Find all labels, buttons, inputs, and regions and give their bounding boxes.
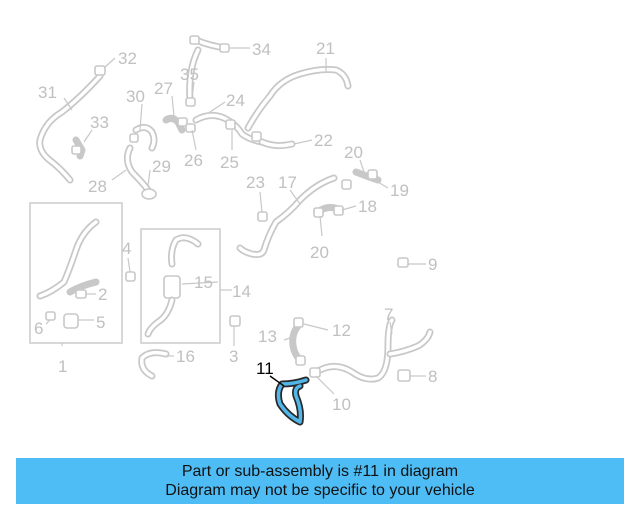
callout-16: 16	[176, 347, 195, 366]
callout-1: 1	[58, 357, 67, 376]
callout-33: 33	[90, 113, 109, 132]
callout-35: 35	[180, 65, 199, 84]
callout-9: 9	[428, 255, 437, 274]
hose-28[interactable]	[123, 144, 152, 194]
hose-7[interactable]	[386, 328, 434, 358]
fitting-5[interactable]	[63, 313, 79, 329]
callout-31: 31	[38, 83, 57, 102]
pipe-17[interactable]	[236, 174, 338, 258]
leader-lines	[45, 47, 426, 395]
hose-30[interactable]	[132, 123, 158, 152]
assembly-box-1	[29, 202, 123, 344]
hose-35[interactable]	[185, 46, 202, 107]
hose-16[interactable]	[138, 349, 170, 380]
callout-32: 32	[118, 49, 137, 68]
clamp-8[interactable]	[397, 369, 411, 382]
clamp-29[interactable]	[129, 133, 157, 200]
callout-20a: 20	[344, 143, 363, 162]
clamp-9[interactable]	[397, 257, 409, 268]
callout-26: 26	[184, 151, 203, 170]
hose-24[interactable]	[192, 111, 266, 146]
callout-14: 14	[232, 282, 251, 301]
callout-24: 24	[226, 91, 245, 110]
callout-30: 30	[126, 87, 145, 106]
callout-7: 7	[384, 305, 393, 324]
hose-14-upper[interactable]	[168, 234, 202, 268]
valve-15[interactable]	[163, 275, 181, 299]
callout-34: 34	[252, 40, 271, 59]
callout-5: 5	[96, 313, 105, 332]
clamp-3[interactable]	[229, 315, 241, 327]
callout-27: 27	[154, 79, 173, 98]
hose-34[interactable]	[189, 35, 230, 53]
assembly-box-14	[140, 228, 221, 344]
callout-2: 2	[98, 285, 107, 304]
banner-line-2: Diagram may not be specific to your vehi…	[165, 482, 475, 499]
banner-line-1: Part or sub-assembly is #11 in diagram	[181, 463, 459, 480]
hose-14-lower[interactable]	[144, 296, 176, 338]
callout-13: 13	[258, 327, 277, 346]
hose-21[interactable]	[244, 66, 352, 132]
callout-4: 4	[122, 239, 131, 258]
hose-1[interactable]	[36, 218, 100, 300]
callout-28: 28	[88, 177, 107, 196]
hose-18[interactable]	[313, 203, 344, 218]
callout-29: 29	[152, 157, 171, 176]
clamp-2[interactable]	[75, 289, 87, 299]
clamp-23[interactable]	[257, 211, 268, 222]
callout-8: 8	[428, 367, 437, 386]
callout-3: 3	[229, 347, 238, 366]
hose-22[interactable]	[258, 138, 296, 150]
hose-31[interactable]	[36, 72, 104, 184]
callout-17: 17	[278, 173, 297, 192]
callout-12: 12	[332, 321, 351, 340]
leader-11	[269, 375, 285, 387]
fitting-27[interactable]	[162, 114, 196, 134]
callout-20b: 20	[310, 243, 329, 262]
callout-6: 6	[34, 319, 43, 338]
info-banner: Part or sub-assembly is #11 in diagram D…	[16, 458, 624, 504]
callout-numbers: 32 31 33 28 29 30 27 35 34 26 24 25 21 2…	[34, 39, 437, 414]
hose-19[interactable]	[341, 168, 382, 190]
clamp-4[interactable]	[125, 271, 136, 282]
parts-diagram: 32 31 33 28 29 30 27 35 34 26 24 25 21 2…	[29, 35, 437, 426]
callout-19: 19	[390, 181, 409, 200]
hose-13[interactable]	[289, 317, 306, 366]
hose-11-highlighted[interactable]	[274, 376, 310, 426]
callout-10: 10	[332, 395, 351, 414]
clamp-6[interactable]	[45, 311, 56, 321]
callout-15: 15	[194, 273, 213, 292]
callout-11: 11	[256, 359, 274, 378]
callout-18: 18	[358, 197, 377, 216]
callout-22: 22	[314, 131, 333, 150]
clamp-32[interactable]	[94, 65, 106, 76]
callout-25: 25	[220, 153, 239, 172]
connector-33[interactable]	[71, 136, 86, 160]
callout-23: 23	[246, 173, 265, 192]
callout-21: 21	[316, 39, 335, 58]
hose-10[interactable]	[309, 316, 396, 383]
